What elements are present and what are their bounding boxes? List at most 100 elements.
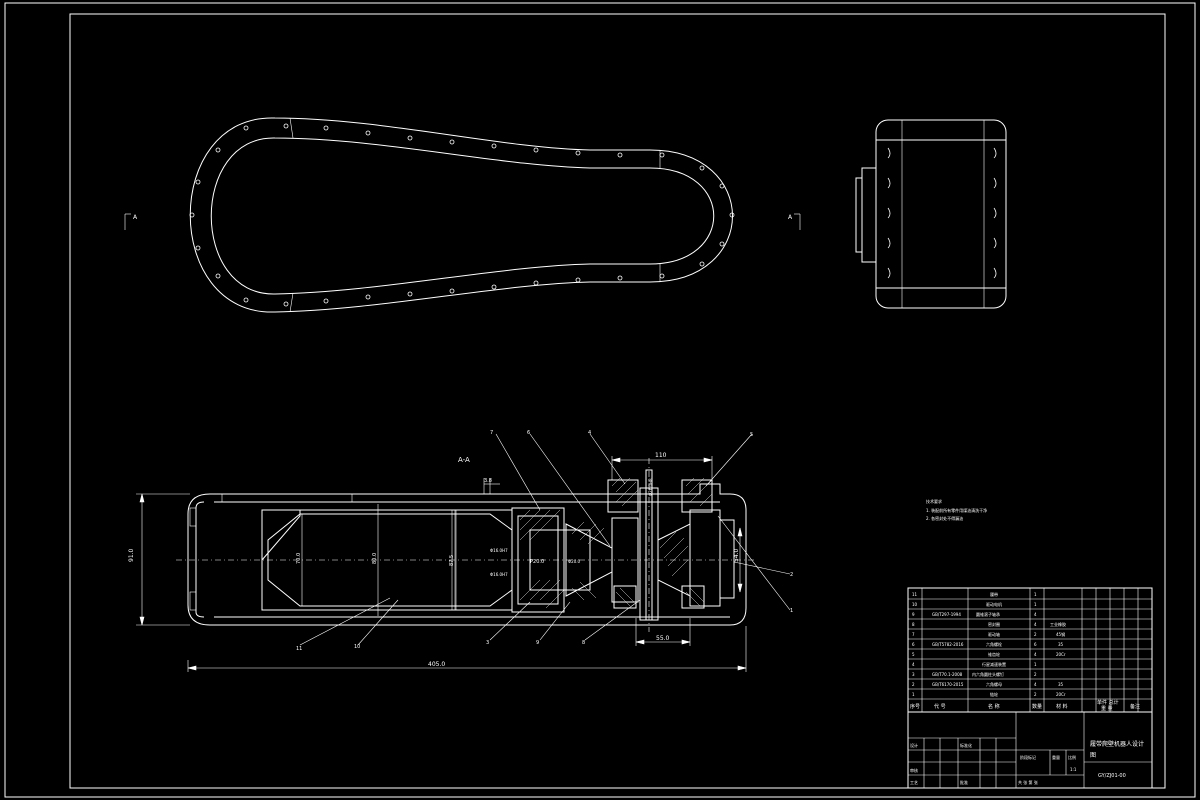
bom-no-9: 9 xyxy=(912,612,915,617)
balloon-6: 6 xyxy=(527,430,530,436)
drawing-frame xyxy=(69,13,1166,789)
bom-qty-1: 2 xyxy=(1034,692,1037,697)
dim-top-offset: 3.8 xyxy=(484,478,492,484)
bom-header-material: 材 料 xyxy=(1056,703,1068,710)
dim-shaft-dia: Φ20.0 xyxy=(568,559,581,564)
bom-qty-6: 6 xyxy=(1034,642,1037,647)
bom-no-5: 5 xyxy=(912,652,915,657)
dim-height: 91.0 xyxy=(128,548,135,562)
side-view xyxy=(855,119,1007,309)
dim-fit-a: P20.0 xyxy=(530,559,544,565)
bom-no-2: 2 xyxy=(912,682,915,687)
bom-qty-3: 2 xyxy=(1034,672,1037,677)
dim-dia-b: 80.0 xyxy=(372,553,378,564)
bom-no-11: 11 xyxy=(912,592,918,597)
bom-name-3: 内六角圆柱头螺钉 xyxy=(972,671,1004,677)
section-title: A-A xyxy=(458,456,470,464)
bom-no-1: 1 xyxy=(912,692,915,697)
balloon-8: 8 xyxy=(582,640,585,646)
dim-right-dia: 54.0 xyxy=(733,548,740,562)
drawing-title: 履带爬壁机器人设计 xyxy=(1090,740,1144,748)
balloon-10: 10 xyxy=(354,644,360,650)
bom-header-qty: 数量 xyxy=(1032,703,1042,710)
bom-qty-11: 1 xyxy=(1034,592,1037,597)
drawing-number: GY/ZJ01-00 xyxy=(1098,773,1126,779)
bom-material-7: 45钢 xyxy=(1056,631,1065,637)
bom-header-weight: 重 量 xyxy=(1101,705,1113,712)
bom-material-8: 工业橡胶 xyxy=(1050,621,1066,627)
tb-scale-value: 1:1 xyxy=(1070,767,1077,772)
drawing-title-line-2: 图 xyxy=(1090,752,1096,759)
bom-qty-5: 4 xyxy=(1034,652,1037,657)
bom-name-11: 履带 xyxy=(990,591,998,597)
bill-of-materials: 11 履带 1 10 驱动电机 1 9 GB/T297-1994 圆锥滚子轴承 … xyxy=(907,587,1153,713)
bom-no-6: 6 xyxy=(912,642,915,647)
balloon-3: 3 xyxy=(486,640,489,646)
tb-sheet: 共 张 第 张 xyxy=(1018,779,1038,785)
bom-material-1: 20Cr xyxy=(1056,692,1066,697)
bom-code-9: GB/T297-1994 xyxy=(932,612,961,617)
balloon-1: 1 xyxy=(790,608,793,614)
tb-label-approve: 批准 xyxy=(960,779,968,785)
section-marker-right: A xyxy=(788,214,793,221)
bom-name-8: 密封圈 xyxy=(988,621,1000,627)
balloon-2: 2 xyxy=(790,572,793,578)
dim-hub-width: 110 xyxy=(655,452,667,459)
section-view: A-A xyxy=(128,430,793,672)
bom-name-9: 圆锥滚子轴承 xyxy=(976,611,1000,617)
bom-qty-7: 2 xyxy=(1034,632,1037,637)
bom-code-3: GB/T70.1-2008 xyxy=(932,672,963,677)
bom-no-3: 3 xyxy=(912,672,915,677)
bom-qty-8: 4 xyxy=(1034,622,1037,627)
bom-material-6: 35 xyxy=(1058,642,1064,647)
title-block: 设计 标准化 审核 工艺 批准 阶段标记 重量 比例 1:1 共 张 第 张 履… xyxy=(907,711,1153,789)
bom-name-2: 六角螺母 xyxy=(986,681,1002,687)
balloon-9: 9 xyxy=(536,640,539,646)
bom-no-7: 7 xyxy=(912,632,915,637)
bom-qty-10: 1 xyxy=(1034,602,1037,607)
bom-header-unit-total: 单件 总计 xyxy=(1097,699,1119,706)
tb-label-review: 审核 xyxy=(910,767,918,773)
tb-label-standard: 标准化 xyxy=(960,742,972,748)
bom-name-6: 六角螺栓 xyxy=(986,641,1002,647)
bom-header-name: 名 称 xyxy=(988,703,1000,710)
bom-no-4: 4 xyxy=(912,662,915,667)
tb-label-weight: 重量 xyxy=(1052,754,1060,760)
bom-code-2: GB/T6170-2015 xyxy=(932,682,964,687)
bom-header-code: 代 号 xyxy=(934,703,946,710)
balloon-11: 11 xyxy=(296,646,302,652)
bom-name-10: 驱动电机 xyxy=(986,601,1002,607)
bom-name-1: 链轮 xyxy=(990,691,998,697)
bom-qty-4: 1 xyxy=(1034,662,1037,667)
bom-header-no: 序号 xyxy=(910,703,920,710)
notes-line-2: 2. 各密封处不得漏油 xyxy=(926,515,963,521)
bom-name-7: 驱动轴 xyxy=(988,631,1000,637)
track-loop-view: A A xyxy=(124,117,801,313)
dim-fit-c: Φ16.0H7 xyxy=(490,572,508,577)
bom-name-5: 锥齿轮 xyxy=(988,651,1000,657)
dim-overall-length: 405.0 xyxy=(428,661,445,668)
dim-dia-c: 87.5 xyxy=(449,555,455,566)
dim-dia-a: 70.0 xyxy=(296,553,302,564)
bom-header-note: 备注 xyxy=(1130,703,1140,710)
bom-no-10: 10 xyxy=(912,602,918,607)
bom-name-4: 行星减速装置 xyxy=(982,661,1006,667)
bom-no-8: 8 xyxy=(912,622,915,627)
balloon-4: 4 xyxy=(588,430,591,436)
bom-qty-2: 4 xyxy=(1034,682,1037,687)
balloon-5: 5 xyxy=(750,432,753,438)
bom-qty-9: 4 xyxy=(1034,612,1037,617)
dim-fit-b: Φ16.0H7 xyxy=(490,548,508,553)
notes-line-1: 1. 装配前所有零件用煤油清洗干净 xyxy=(926,507,987,513)
tb-label-design: 设计 xyxy=(910,742,918,748)
notes-title: 技术要求 xyxy=(926,498,942,504)
balloon-7: 7 xyxy=(490,430,493,436)
tb-label-process: 工艺 xyxy=(910,780,918,785)
bom-material-2: 35 xyxy=(1058,682,1064,687)
tb-label-scale: 比例 xyxy=(1068,754,1076,760)
technical-notes: 技术要求 1. 装配前所有零件用煤油清洗干净 2. 各密封处不得漏油 xyxy=(926,498,987,521)
section-marker-left: A xyxy=(133,214,138,221)
dim-gear-width: 55.0 xyxy=(656,635,670,642)
dim-shaft-dia-b: Φ26.0H8 xyxy=(648,478,653,496)
